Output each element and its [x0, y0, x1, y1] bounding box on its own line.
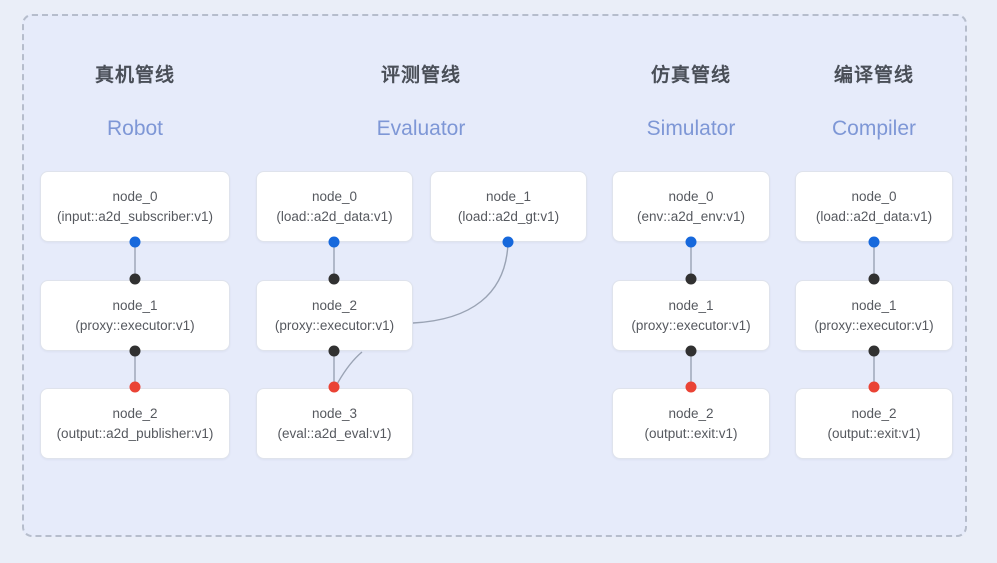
output-port-robot-0[interactable] [129, 236, 141, 248]
node-robot-0[interactable]: node_0 (input::a2d_subscriber:v1) [40, 171, 230, 242]
node-simulator-1[interactable]: node_1 (proxy::executor:v1) [612, 280, 770, 351]
node-spec: (input::a2d_subscriber:v1) [56, 208, 214, 224]
node-name: node_0 [311, 188, 358, 204]
node-robot-2[interactable]: node_2 (output::a2d_publisher:v1) [40, 388, 230, 459]
node-name: node_1 [851, 297, 897, 313]
node-spec: (load::a2d_data:v1) [815, 208, 933, 224]
node-robot-1[interactable]: node_1 (proxy::executor:v1) [40, 280, 230, 351]
output-port-robot-1[interactable] [129, 345, 141, 357]
node-name: node_0 [112, 188, 158, 204]
node-compiler-0[interactable]: node_0 (load::a2d_data:v1) [795, 171, 953, 242]
node-simulator-0[interactable]: node_0 (env::a2d_env:v1) [612, 171, 770, 242]
node-simulator-2[interactable]: node_2 (output::exit:v1) [612, 388, 770, 459]
node-spec: (proxy::executor:v1) [75, 317, 195, 333]
input-port-evaluator-2[interactable] [328, 273, 340, 285]
output-port-compiler-0[interactable] [868, 236, 880, 248]
node-spec: (load::a2d_gt:v1) [457, 208, 560, 224]
terminal-port-evaluator-3[interactable] [328, 381, 340, 393]
node-spec: (output::a2d_publisher:v1) [56, 425, 214, 441]
node-spec: (proxy::executor:v1) [814, 317, 934, 333]
input-port-robot-1[interactable] [129, 273, 141, 285]
node-name: node_0 [851, 188, 897, 204]
node-spec: (output::exit:v1) [827, 425, 921, 441]
node-name: node_1 [668, 297, 714, 313]
output-port-evaluator-2[interactable] [328, 345, 340, 357]
node-spec: (env::a2d_env:v1) [636, 208, 746, 224]
node-name: node_3 [311, 405, 358, 421]
node-compiler-2[interactable]: node_2 (output::exit:v1) [795, 388, 953, 459]
node-compiler-1[interactable]: node_1 (proxy::executor:v1) [795, 280, 953, 351]
node-evaluator-3[interactable]: node_3 (eval::a2d_eval:v1) [256, 388, 413, 459]
terminal-port-compiler-2[interactable] [868, 381, 880, 393]
node-spec: (output::exit:v1) [644, 425, 738, 441]
output-port-simulator-1[interactable] [685, 345, 697, 357]
node-name: node_2 [668, 405, 714, 421]
terminal-port-robot-2[interactable] [129, 381, 141, 393]
node-spec: (load::a2d_data:v1) [276, 208, 393, 224]
node-name: node_2 [112, 405, 158, 421]
output-port-simulator-0[interactable] [685, 236, 697, 248]
node-spec: (proxy::executor:v1) [631, 317, 751, 333]
terminal-port-simulator-2[interactable] [685, 381, 697, 393]
node-evaluator-1[interactable]: node_1 (load::a2d_gt:v1) [430, 171, 587, 242]
output-port-evaluator-1[interactable] [502, 236, 514, 248]
node-name: node_2 [851, 405, 897, 421]
node-name: node_2 [311, 297, 358, 313]
input-port-simulator-1[interactable] [685, 273, 697, 285]
node-name: node_1 [112, 297, 158, 313]
input-port-compiler-1[interactable] [868, 273, 880, 285]
output-port-evaluator-0[interactable] [328, 236, 340, 248]
node-name: node_1 [485, 188, 532, 204]
node-spec: (eval::a2d_eval:v1) [277, 425, 392, 441]
output-port-compiler-1[interactable] [868, 345, 880, 357]
node-spec: (proxy::executor:v1) [274, 317, 395, 333]
node-evaluator-2[interactable]: node_2 (proxy::executor:v1) [256, 280, 413, 351]
node-evaluator-0[interactable]: node_0 (load::a2d_data:v1) [256, 171, 413, 242]
node-name: node_0 [668, 188, 714, 204]
